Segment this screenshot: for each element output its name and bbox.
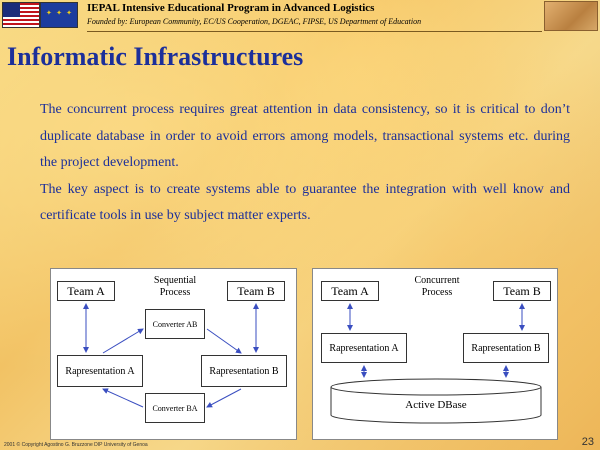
body-paragraph-2: The key aspect is to create systems able… [40, 181, 570, 224]
seq-representation-b-box: Rapresentation B [201, 355, 287, 387]
slide-title: Informatic Infrastructures [7, 42, 304, 71]
body-paragraph-1: The concurrent process requires great at… [40, 102, 570, 170]
converter-ba-box: Converter BA [145, 393, 205, 423]
seq-representation-a-box: Rapresentation A [57, 355, 143, 387]
header-bar: IEPAL Intensive Educational Program in A… [0, 0, 600, 34]
active-database-cylinder-icon [330, 378, 542, 424]
sequential-process-diagram: Sequential Process Team A Team B Convert… [50, 268, 297, 440]
conc-representation-b-box: Rapresentation B [463, 333, 549, 363]
header-divider [87, 31, 542, 32]
program-title: IEPAL Intensive Educational Program in A… [87, 2, 375, 14]
university-logo-icon [544, 1, 598, 31]
conc-representation-a-box: Rapresentation A [321, 333, 407, 363]
sequential-arrows [83, 303, 259, 408]
program-funders: Founded by: European Community, EC/US Co… [87, 17, 422, 26]
eu-flag-icon [40, 2, 78, 28]
seq-team-a-box: Team A [57, 281, 115, 301]
converter-ab-box: Converter AB [145, 309, 205, 339]
active-database-label: Active DBase [405, 399, 467, 411]
concurrent-arrows [330, 303, 542, 424]
slide-body: The concurrent process requires great at… [40, 97, 570, 230]
conc-team-a-box: Team A [321, 281, 379, 301]
concurrent-process-diagram: Concurrent Process Team A Team B Raprese… [312, 268, 558, 440]
us-flag-icon [2, 2, 40, 28]
concurrent-heading: Concurrent Process [414, 275, 460, 298]
page-number: 23 [581, 436, 594, 448]
seq-team-b-box: Team B [227, 281, 285, 301]
copyright-footer: 2001 © Copyright Agostino G. Bruzzone DI… [4, 442, 148, 448]
sequential-heading: Sequential Process [153, 275, 197, 298]
conc-team-b-box: Team B [493, 281, 551, 301]
